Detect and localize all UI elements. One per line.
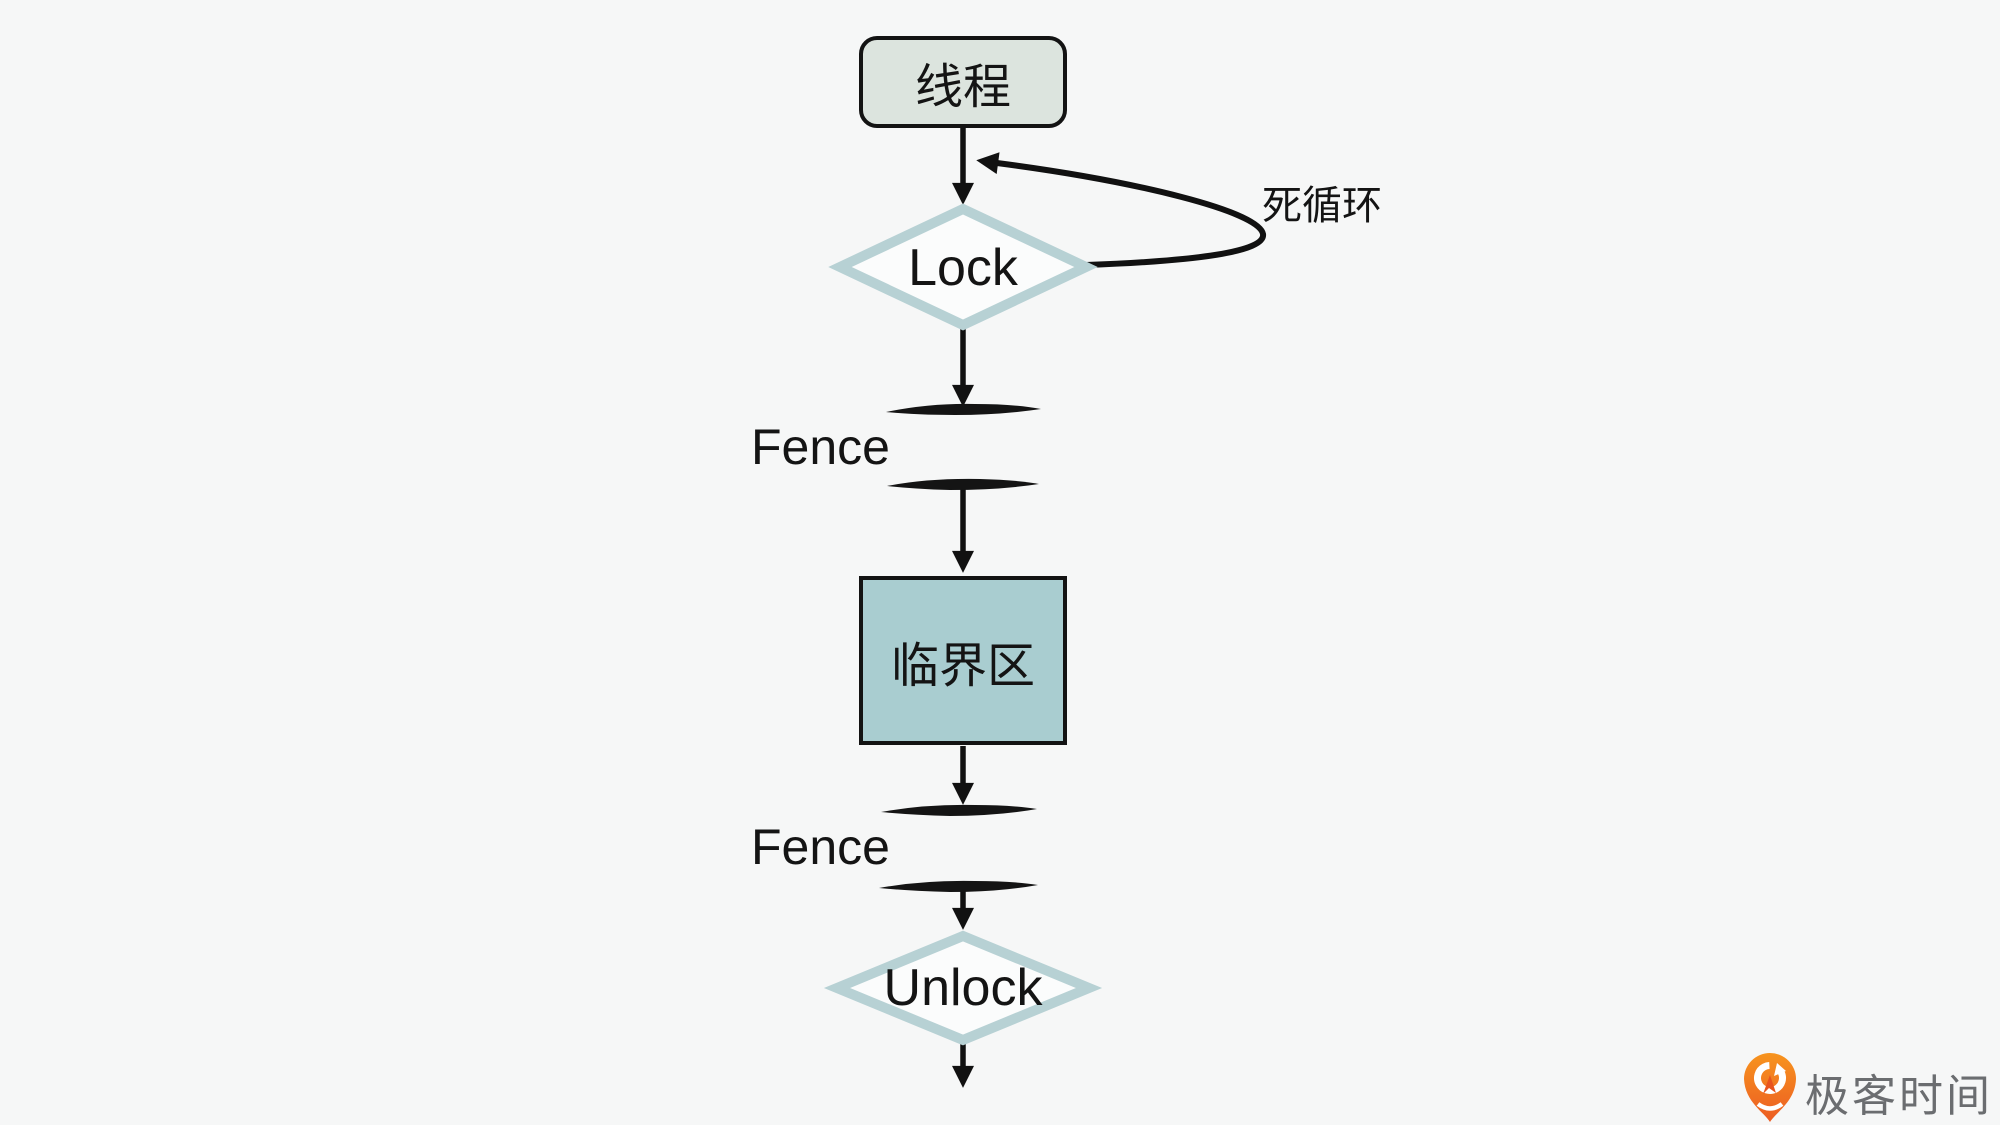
fence-bottom-line-1 <box>881 804 1037 816</box>
geektime-pin-icon <box>1744 1053 1796 1122</box>
fence-top-lines <box>886 403 1041 490</box>
dead-loop-annotation: 死循环 <box>1262 184 1382 228</box>
fence-bottom-label: Fence <box>751 819 890 875</box>
unlock-diamond <box>823 930 1103 1046</box>
fence-bottom-line-2 <box>879 880 1038 892</box>
geektime-logo: 极客时间 <box>1743 1050 1993 1124</box>
thread-node-label: 线程 <box>914 61 1011 114</box>
fence-bottom-lines <box>879 804 1038 892</box>
unlock-node-label: Unlock <box>883 959 1043 1017</box>
critical-section-label: 临界区 <box>890 639 1035 693</box>
fence-top-label: Fence <box>751 419 890 475</box>
geektime-logo-text: 极客时间 <box>1805 1072 1993 1121</box>
thread-node: 线程 <box>859 36 1067 128</box>
fence-top-line-2 <box>887 478 1039 490</box>
arrow-lock-loop <box>976 152 1266 268</box>
lock-diamond <box>828 203 1098 331</box>
lock-node-label: Lock <box>908 239 1018 297</box>
fence-top-line-1 <box>886 403 1041 415</box>
critical-section-node: 临界区 <box>859 576 1067 745</box>
